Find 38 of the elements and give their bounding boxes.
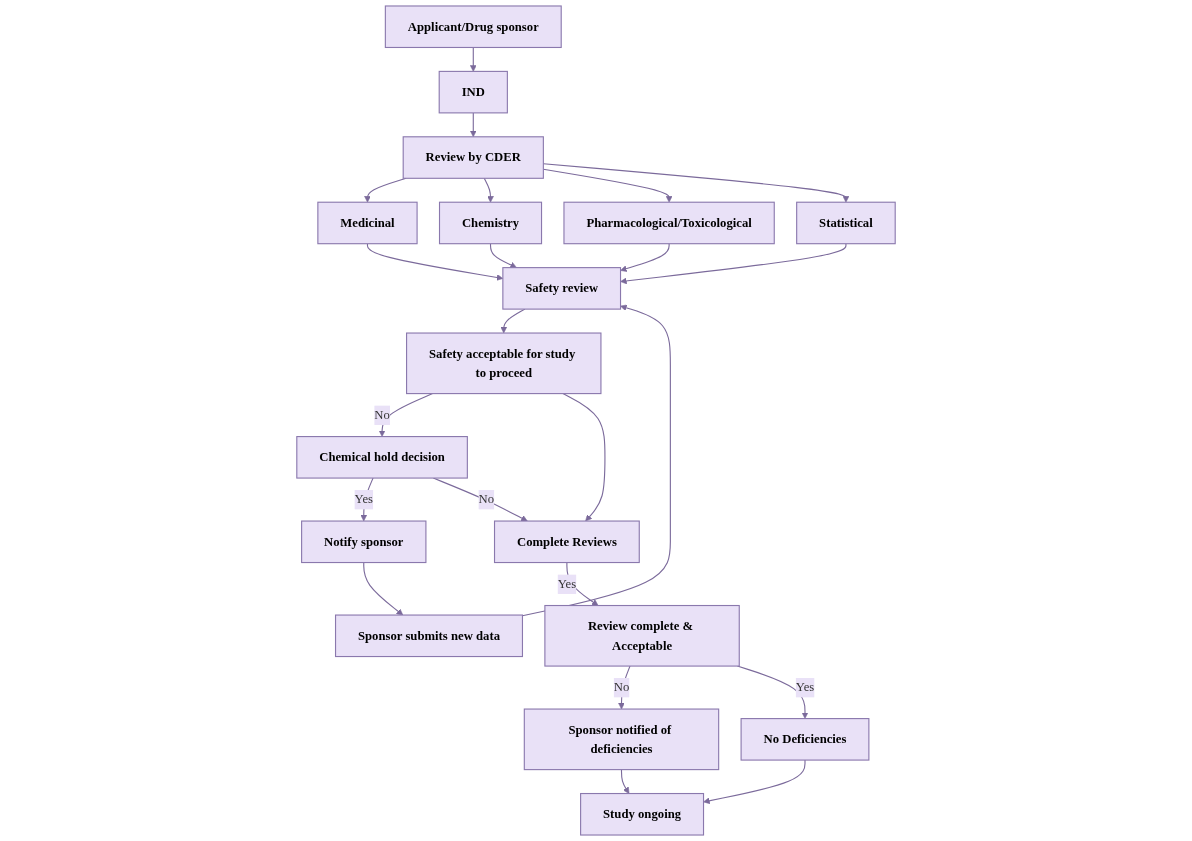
node-box: Sponsor notified of deficiencies: [523, 708, 720, 771]
arrow: [500, 308, 526, 334]
node-box: Notify sponsor: [301, 520, 427, 564]
node-box: Study ongoing: [580, 792, 705, 836]
arrow: [620, 243, 847, 285]
node-box: Statistical: [796, 201, 896, 245]
node-box: Review complete & Acceptable: [544, 604, 740, 667]
edge-label: No: [478, 492, 495, 507]
arrow: [620, 243, 670, 272]
edge-label: Yes: [795, 680, 815, 695]
node-box: Sponsor submits new data: [335, 614, 523, 658]
node-box: IND: [438, 70, 508, 114]
arrow: [470, 46, 477, 72]
node-box: Medicinal: [317, 201, 418, 245]
node-box: Complete Reviews: [493, 520, 640, 564]
arrow: [483, 177, 494, 203]
node-box: Safety acceptable for study to proceed: [406, 332, 602, 395]
arrow: [470, 112, 477, 138]
edge-label: Yes: [557, 576, 577, 591]
arrow: [620, 769, 630, 794]
arrow: [378, 393, 434, 437]
edge-label: Yes: [354, 492, 374, 507]
node-box: Safety review: [502, 267, 622, 310]
arrow: [703, 759, 806, 804]
arrow: [363, 562, 404, 616]
node-box: Chemistry: [438, 201, 543, 245]
arrow: [360, 477, 374, 522]
node-box: Applicant/Drug sponsor: [384, 5, 562, 49]
node-box: Chemical hold decision: [296, 436, 468, 479]
arrow: [489, 243, 517, 269]
node-box: No Deficiencies: [740, 718, 870, 761]
edge-label: No: [374, 407, 390, 422]
arrow: [562, 393, 606, 522]
arrow: [618, 665, 631, 710]
node-box: Pharmacological/Toxicological: [563, 201, 775, 245]
node-box: Review by CDER: [402, 136, 544, 179]
arrow: [521, 304, 671, 617]
edge-label: No: [613, 680, 630, 695]
